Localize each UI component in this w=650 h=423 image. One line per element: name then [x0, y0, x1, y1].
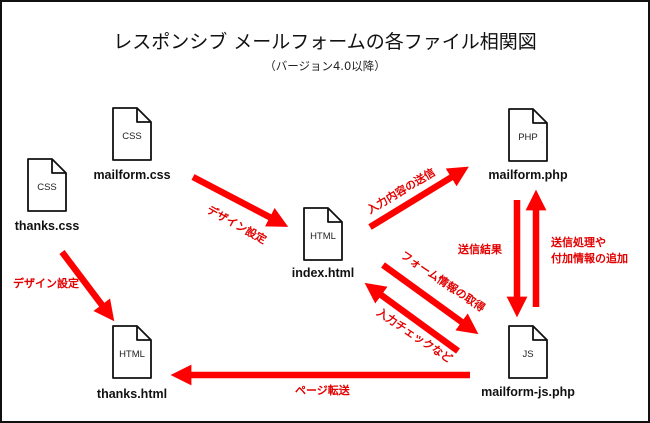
- file-node-thanks-css: CSS: [27, 158, 67, 212]
- arrow-index-to-mailformphp: [368, 166, 469, 230]
- flow-label-send-result: 送信結果: [457, 242, 502, 256]
- arrow-mailformcss-to-index: [191, 174, 289, 227]
- file-node-index-html: HTML: [303, 207, 343, 261]
- document-icon: [27, 158, 67, 212]
- file-type-label: CSS: [37, 182, 57, 193]
- document-icon: [303, 207, 343, 261]
- arrow-index-to-js: [381, 262, 479, 335]
- flow-label-page-transition: ページ転送: [295, 383, 351, 397]
- document-icon: [508, 108, 548, 162]
- document-icon: [112, 325, 152, 379]
- file-type-label: HTML: [310, 231, 336, 242]
- file-name-mailform-php: mailform.php: [488, 168, 568, 182]
- flow-label-input-check: 入力チェックなど: [374, 305, 455, 366]
- flow-label-send-process-1: 送信処理や: [550, 235, 606, 249]
- file-type-label: CSS: [122, 131, 142, 142]
- file-name-index-html: index.html: [292, 266, 355, 280]
- file-node-mailform-php: PHP: [508, 108, 548, 162]
- file-node-mailform-js-php: JS: [508, 325, 548, 379]
- diagram-title: レスポンシブ メールフォームの各ファイル相関図: [113, 30, 536, 53]
- file-node-mailform-css: CSS: [112, 107, 152, 161]
- file-type-label: JS: [522, 349, 533, 360]
- flow-label-design-setting-2: デザイン設定: [13, 276, 79, 290]
- file-type-label: HTML: [119, 349, 145, 360]
- document-icon: [112, 107, 152, 161]
- diagram-subtitle: （バージョン4.0以降）: [264, 59, 386, 73]
- arrow-js-to-index: [364, 282, 460, 354]
- document-icon: [508, 325, 548, 379]
- arrow-thankscss-to-thankshtml: [59, 250, 115, 322]
- file-name-mailform-js-php: mailform-js.php: [481, 385, 575, 399]
- file-node-thanks-html: HTML: [112, 325, 152, 379]
- file-name-thanks-css: thanks.css: [15, 219, 80, 233]
- file-name-mailform-css: mailform.css: [93, 168, 170, 182]
- flow-label-send-process-2: 付加情報の追加: [551, 251, 628, 265]
- file-type-label: PHP: [518, 132, 538, 143]
- file-name-thanks-html: thanks.html: [97, 387, 167, 401]
